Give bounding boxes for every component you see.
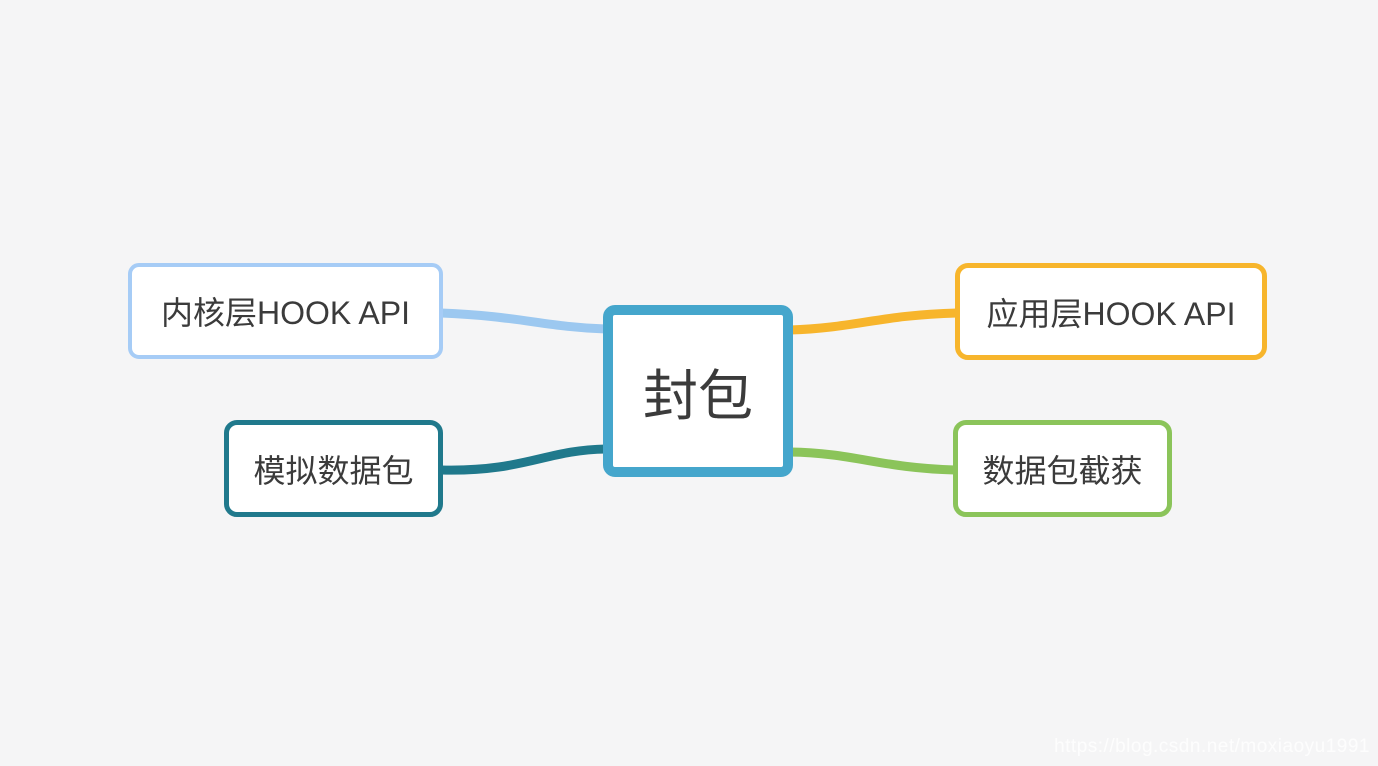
node-app-hook-api[interactable]: 应用层HOOK API	[955, 263, 1267, 360]
node-kernel-hook-api[interactable]: 内核层HOOK API	[128, 263, 443, 359]
node-packet-capture-label: 数据包截获	[982, 452, 1143, 489]
connector-packet-capture	[785, 447, 960, 475]
node-root-label: 封包	[642, 365, 753, 427]
connector-simulate-packet	[436, 444, 611, 475]
node-kernel-hook-api-label: 内核层HOOK API	[161, 295, 410, 331]
node-simulate-packet-label: 模拟数据包	[253, 452, 414, 489]
node-simulate-packet[interactable]: 模拟数据包	[224, 420, 443, 517]
node-app-hook-api-label: 应用层HOOK API	[986, 295, 1236, 332]
node-root[interactable]: 封包	[603, 305, 793, 477]
connector-kernel-hook-api	[436, 308, 611, 334]
watermark: https://blog.csdn.net/moxiaoyu1991	[1054, 736, 1370, 757]
node-packet-capture[interactable]: 数据包截获	[953, 420, 1172, 517]
connector-app-hook-api	[785, 308, 962, 335]
